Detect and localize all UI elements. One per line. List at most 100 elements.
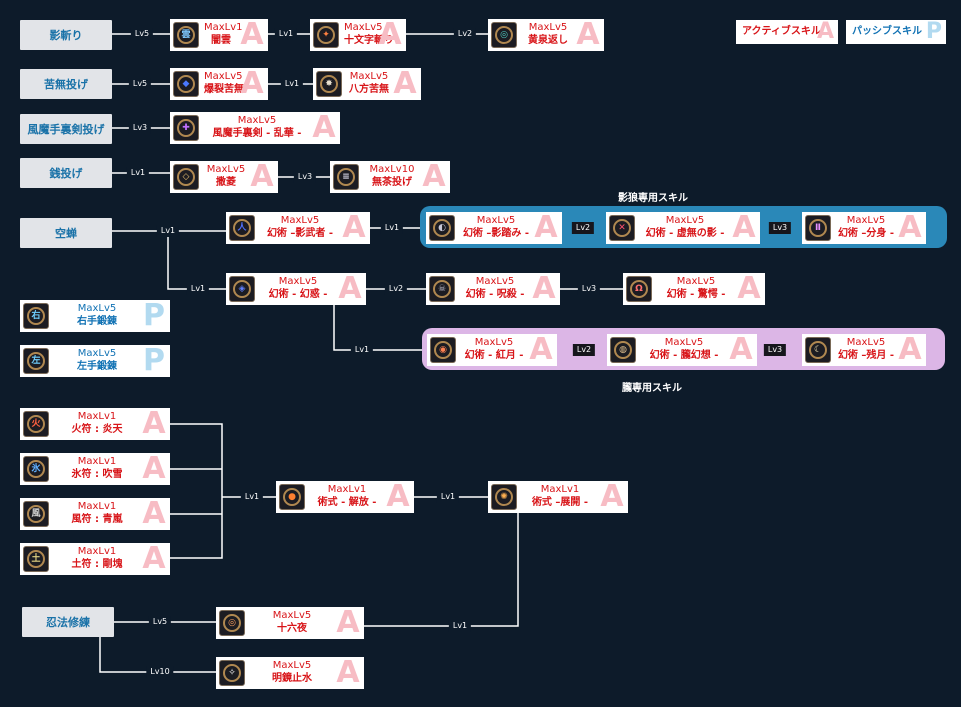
legend-active-badge: A bbox=[816, 19, 834, 44]
goukon-maxlv: MaxLv1 bbox=[77, 546, 117, 557]
kyougaku-icon: Ω bbox=[626, 276, 652, 302]
tenkai-badge: A bbox=[600, 481, 624, 513]
hidarite-icon: 左 bbox=[23, 348, 49, 374]
goukon-name: 土符 : 剛塊 bbox=[71, 559, 123, 570]
kougetsu-icon: ◉ bbox=[430, 337, 456, 363]
mucha-badge: A bbox=[422, 161, 446, 193]
zangetsu-badge: A bbox=[898, 334, 922, 366]
yamigumo-badge: A bbox=[240, 19, 264, 51]
root-kage[interactable]: 影斬り bbox=[20, 20, 112, 50]
enten-name: 火符 : 炎天 bbox=[71, 424, 123, 435]
meikyou-name: 明鏡止水 bbox=[272, 673, 312, 684]
yamigumo-name: 闇雲 bbox=[211, 35, 231, 46]
kyougaku-badge: A bbox=[737, 273, 761, 305]
level-label: Lv2 bbox=[571, 222, 595, 234]
kougetsu-maxlv: MaxLv5 bbox=[474, 337, 514, 348]
bunshin-icon: Ⅱ bbox=[805, 215, 831, 241]
level-label: Lv2 bbox=[572, 344, 596, 356]
zangetsu-name: 幻術 –残月 - bbox=[837, 350, 895, 361]
happou-badge: A bbox=[393, 68, 417, 100]
kyomu-maxlv: MaxLv5 bbox=[665, 215, 705, 226]
jusatsu-maxlv: MaxLv5 bbox=[475, 276, 515, 287]
tenkai-name: 術式 –展開 - bbox=[531, 497, 589, 508]
kaihou-badge: A bbox=[386, 481, 410, 513]
legend-active-label: アクティブスキル bbox=[742, 26, 821, 37]
makibishi-name: 撒菱 bbox=[216, 177, 236, 188]
level-label: Lv1 bbox=[156, 225, 180, 237]
genwaku-name: 幻術 - 幻惑 - bbox=[268, 289, 328, 300]
bakuretsu-badge: A bbox=[240, 68, 264, 100]
kyomu-badge: A bbox=[732, 212, 756, 244]
root-kuusen[interactable]: 空蝉 bbox=[20, 218, 112, 248]
seiran-maxlv: MaxLv1 bbox=[77, 501, 117, 512]
yamigumo-maxlv: MaxLv1 bbox=[204, 22, 243, 33]
skill-goukon[interactable]: 土 MaxLv1 土符 : 剛塊 A bbox=[20, 543, 170, 575]
enten-maxlv: MaxLv1 bbox=[77, 411, 117, 422]
enten-badge: A bbox=[142, 408, 166, 440]
ranka-icon: ✚ bbox=[173, 115, 199, 141]
level-label: Lv1 bbox=[274, 28, 298, 40]
zangetsu-icon: ☾ bbox=[805, 337, 831, 363]
root-zeni[interactable]: 銭投げ bbox=[20, 158, 112, 188]
legend-passive-badge: P bbox=[925, 19, 942, 44]
root-kunai[interactable]: 苦無投げ bbox=[20, 69, 112, 99]
bunshin-maxlv: MaxLv5 bbox=[846, 215, 886, 226]
meikyou-badge: A bbox=[336, 657, 360, 689]
root-ninpou[interactable]: 忍法修練 bbox=[22, 607, 114, 637]
kagemusha-icon: 人 bbox=[229, 215, 255, 241]
zangetsu-maxlv: MaxLv5 bbox=[846, 337, 886, 348]
root-fuuma[interactable]: 風魔手裏剣投げ bbox=[20, 114, 112, 144]
jusatsu-name: 幻術 - 呪殺 - bbox=[465, 289, 525, 300]
juumonji-name: 十文字斬り bbox=[344, 35, 394, 46]
kyomu-icon: ✕ bbox=[609, 215, 635, 241]
seiran-badge: A bbox=[142, 498, 166, 530]
seiran-icon: 風 bbox=[23, 501, 49, 527]
izayoi-maxlv: MaxLv5 bbox=[272, 610, 312, 621]
hidarite-badge: P bbox=[143, 345, 165, 377]
juumonji-icon: ✦ bbox=[313, 22, 339, 48]
bunshin-name: 幻術 –分身 - bbox=[837, 228, 895, 239]
ranka-name: 風魔手裏剣 - 乱華 - bbox=[212, 128, 302, 139]
migite-name: 右手鍛錬 bbox=[77, 316, 117, 327]
izayoi-badge: A bbox=[336, 607, 360, 639]
level-label: Lv1 bbox=[126, 167, 150, 179]
ranka-maxlv: MaxLv5 bbox=[237, 115, 277, 126]
level-label: Lv5 bbox=[130, 28, 154, 40]
skill-zangetsu[interactable]: ☾ MaxLv5 幻術 –残月 - A bbox=[802, 334, 926, 366]
kousen-name: 黄泉返し bbox=[528, 35, 568, 46]
goukon-badge: A bbox=[142, 543, 166, 575]
goukon-icon: 土 bbox=[23, 546, 49, 572]
kagemusha-badge: A bbox=[342, 212, 366, 244]
mucha-name: 無茶投げ bbox=[372, 177, 412, 188]
genwaku-maxlv: MaxLv5 bbox=[278, 276, 318, 287]
kousen-maxlv: MaxLv5 bbox=[528, 22, 568, 33]
happou-name: 八方苦無 bbox=[349, 84, 389, 95]
rougensou-name: 幻術 - 朧幻想 - bbox=[649, 350, 719, 361]
